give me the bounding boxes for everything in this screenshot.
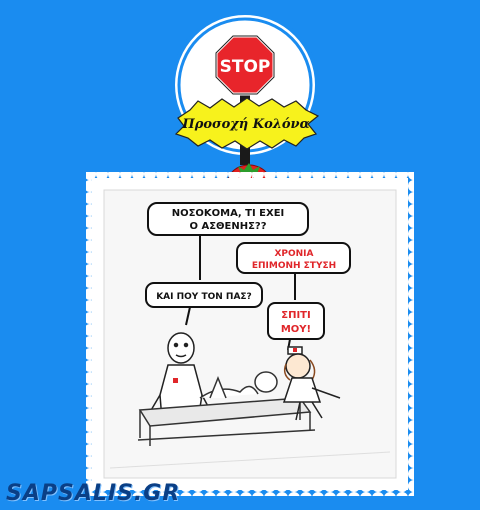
speech-bubble-nurse-1: ΧΡΟΝΙΑ ΕΠΙΜΟΝΗ ΣΤΥΣΗ — [236, 242, 351, 300]
speech-bubble-nurse-2: ΣΠΙΤΙ ΜΟΥ! — [267, 302, 325, 351]
nurse-answer-2: ΜΟΥ! — [281, 324, 311, 335]
stop-text: STOP — [220, 57, 271, 77]
doctor-question: ΚΑΙ ΠΟΥ ΤΟΝ ΠΑΣ? — [156, 292, 252, 302]
caution-banner-text: Προσοχή Κολόνα — [181, 117, 309, 132]
stop-sign-emblem: STOP Προσοχή Κολόνα — [171, 11, 320, 200]
floor-line — [109, 451, 391, 469]
brand-watermark: SAPSALIS.GR — [6, 481, 181, 506]
speech-bubble-doctor-2: ΚΑΙ ΠΟΥ ΤΟΝ ΠΑΣ? — [145, 282, 263, 326]
doctor-line-1: ΝΟΣΟΚΟΜΑ, ΤΙ ΕΧΕΙ — [172, 208, 285, 219]
nurse-answer-1: ΣΠΙΤΙ — [281, 310, 310, 321]
speech-bubble-doctor-1: ΝΟΣΟΚΟΜΑ, ΤΙ ΕΧΕΙ Ο ΑΣΘΕΝΗΣ?? — [147, 202, 309, 280]
doctor-line-2: Ο ΑΣΘΕΝΗΣ?? — [189, 221, 266, 232]
caution-banner-burst — [174, 97, 320, 150]
nurse-line-2: ΕΠΙΜΟΝΗ ΣΤΥΣΗ — [252, 261, 336, 271]
nurse-line-1: ΧΡΟΝΙΑ — [274, 249, 313, 259]
comic-frame — [86, 172, 414, 496]
nurse-figure-icon — [282, 346, 341, 421]
hospital-bed-icon — [137, 371, 316, 446]
